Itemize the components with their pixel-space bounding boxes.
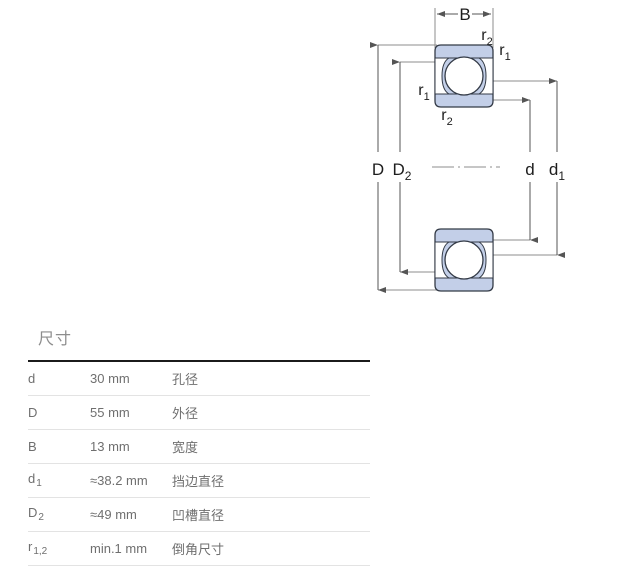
- dimensions-title: 尺寸: [38, 331, 73, 348]
- dimension-D: D: [370, 42, 386, 293]
- dimension-symbol: d1: [28, 463, 90, 498]
- ball-lower: [444, 240, 484, 280]
- dimension-description: 倒角尺寸: [172, 531, 370, 566]
- dimension-description: 挡边直径: [172, 463, 370, 498]
- dimension-description: 凹槽直径: [172, 497, 370, 532]
- dimension-symbol: D: [28, 395, 90, 430]
- label-d1: d1: [549, 160, 565, 183]
- dimension-value: 13 mm: [90, 429, 172, 464]
- dimension-description: 宽度: [172, 429, 370, 464]
- label-r2-top: r2: [481, 27, 492, 48]
- raceway-pocket-lower-left: [434, 241, 451, 279]
- dimension-symbol: B: [28, 429, 90, 464]
- dimension-value: ≈38.2 mm: [90, 463, 172, 498]
- dimension-value: 55 mm: [90, 395, 172, 430]
- bearing-section-upper: [434, 44, 494, 108]
- dimension-description: 外径: [172, 395, 370, 430]
- dimension-value: 30 mm: [90, 361, 172, 396]
- label-d: d: [525, 160, 534, 179]
- bearing-drawing-svg: B D D2 d d1: [370, 5, 565, 293]
- dimension-symbol-subscript: 2: [38, 512, 44, 524]
- label-B: B: [459, 5, 470, 24]
- dimension-B: B: [437, 5, 491, 24]
- dimension-symbol-subscript: 1: [36, 478, 42, 490]
- raceway-pocket-upper-left: [434, 57, 451, 95]
- label-r1-right: r1: [499, 42, 510, 63]
- dimension-symbol-subscript: 1,2: [33, 546, 48, 558]
- bearing-section-lower: [434, 228, 494, 292]
- dimension-value: ≈49 mm: [90, 497, 172, 532]
- label-r1-left: r1: [418, 82, 429, 103]
- dimension-symbol: d: [28, 361, 90, 396]
- raceway-pocket-lower-right: [477, 241, 494, 279]
- dimension-d1: d1: [549, 78, 565, 258]
- bearing-drawing: B D D2 d d1: [370, 5, 565, 293]
- label-D2: D2: [393, 160, 412, 183]
- ball-upper: [444, 56, 484, 96]
- dimension-symbol: r1,2: [28, 531, 90, 566]
- dimension-symbol: D2: [28, 497, 90, 532]
- label-D: D: [372, 160, 384, 179]
- raceway-pocket-upper-right: [477, 57, 494, 95]
- dimension-description: 孔径: [172, 361, 370, 396]
- dimension-D2: D2: [392, 59, 412, 275]
- dimension-value: min.1 mm: [90, 531, 172, 566]
- label-r2-bottom: r2: [441, 107, 452, 128]
- dimension-d: d: [522, 97, 538, 243]
